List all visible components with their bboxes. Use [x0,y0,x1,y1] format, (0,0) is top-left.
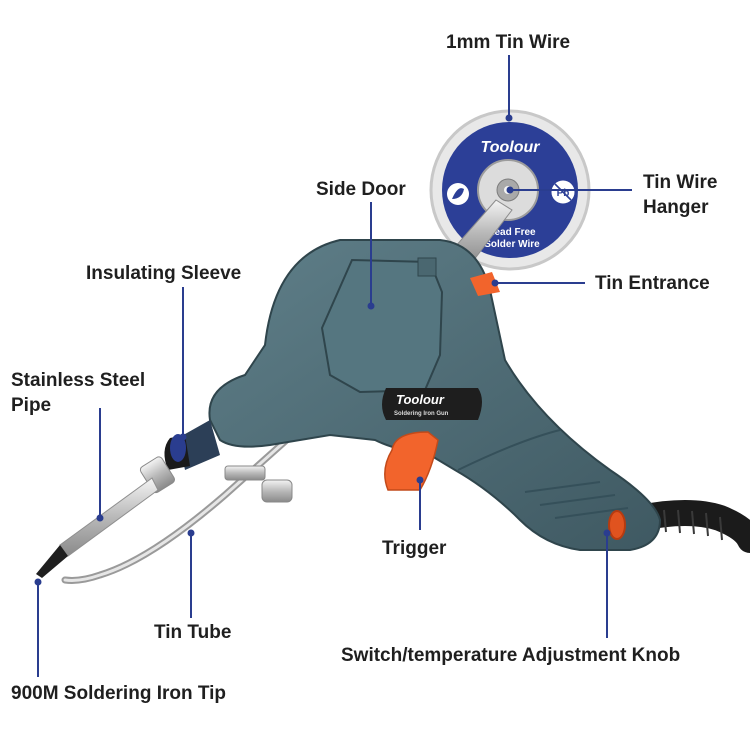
label-insulating-sleeve: Insulating Sleeve [86,263,242,284]
side-door [320,258,444,394]
label-tin-tube: Tin Tube [154,622,232,643]
leader-lines [34,55,632,677]
label-stainless-pipe-2: Pipe [11,395,52,416]
gun-body: Toolour Soldering Iron Gun [208,239,662,551]
reel-line2: Solder Wire [484,239,540,250]
label-tin-wire-hanger-1: Tin Wire [643,172,718,193]
tin-entrance-part [470,272,500,296]
iron-front [36,420,220,578]
reel-brand: Toolour [481,139,541,156]
label-tin-wire: 1mm Tin Wire [446,32,571,53]
label-tip: 900M Soldering Iron Tip [11,683,227,704]
stainless-steel-pipe [59,477,159,557]
adjustment-knob [608,510,626,540]
label-side-door: Side Door [316,179,406,200]
label-switch-knob: Switch/temperature Adjustment Knob [341,645,681,666]
trigger [384,431,439,491]
tube-clamp-screw [261,479,293,503]
label-tin-wire-hanger-2: Hanger [643,197,709,218]
pb-symbol: Pb [557,188,570,199]
reel-line1: Lead Free [488,227,536,238]
label-tin-entrance: Tin Entrance [595,273,710,294]
gun-brand: Toolour [396,392,445,407]
gun-subtitle: Soldering Iron Gun [394,411,449,417]
gun-label-plate [382,388,482,420]
tin-tube [61,424,304,584]
label-trigger: Trigger [382,538,447,559]
iron-tip [36,545,68,578]
label-stainless-pipe-1: Stainless Steel [11,370,146,391]
